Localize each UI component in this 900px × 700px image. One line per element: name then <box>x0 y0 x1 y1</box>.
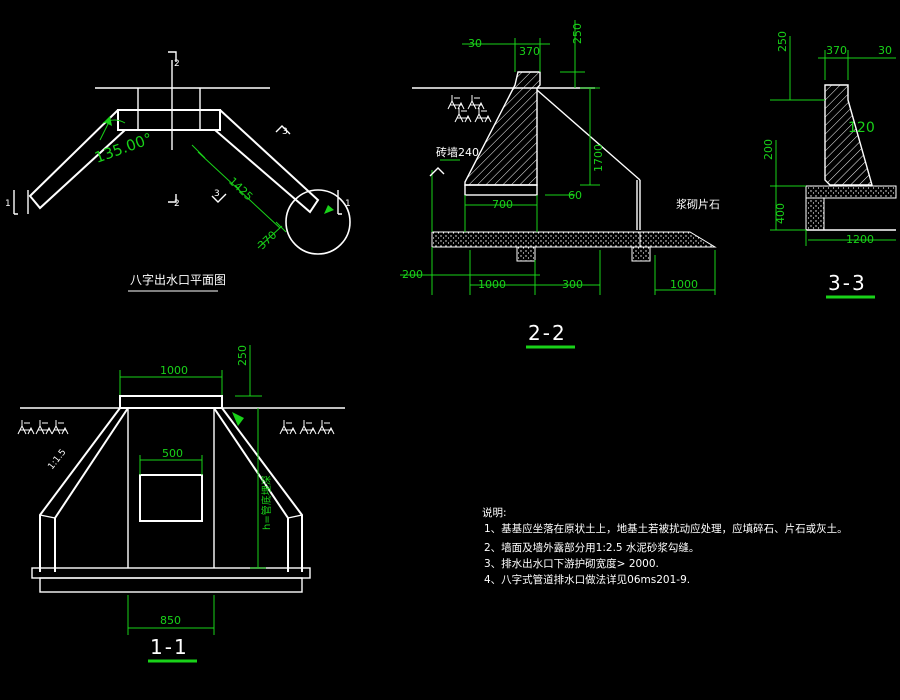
plan-section-1-right: 1 <box>345 199 351 209</box>
s11-height: h=管底埋深 <box>260 475 273 530</box>
plan-section-3-top: 3 <box>282 127 288 137</box>
plan-section-3-bottom: 3 <box>214 189 220 199</box>
plan-angle-label: 135.00° <box>92 129 155 166</box>
s22-dim-200: 200 <box>402 268 423 281</box>
plan-view <box>13 51 351 255</box>
notes-item-2: 2、墙面及墙外露部分用1:2.5 水泥砂浆勾缝。 <box>484 541 699 554</box>
s22-dim-30: 30 <box>468 37 482 50</box>
s11-dim-250: 250 <box>236 345 249 366</box>
s11-dim-850: 850 <box>160 614 181 627</box>
section-2-2 <box>400 20 717 295</box>
s22-dim-1000a: 1000 <box>478 278 506 291</box>
s22-label-stone: 浆砌片石 <box>676 197 720 211</box>
notes-heading: 说明: <box>482 506 507 519</box>
s11-dim-500: 500 <box>162 447 183 460</box>
s33-dim-200: 200 <box>762 139 775 160</box>
section-3-3 <box>770 36 897 246</box>
s33-dim-1200: 1200 <box>846 233 874 246</box>
plan-section-1-left: 1 <box>5 199 11 209</box>
s22-dim-700: 700 <box>492 198 513 211</box>
s33-dim-120: 120 <box>848 120 875 136</box>
s22-label-brick: 砖墙240 <box>436 145 479 159</box>
s33-dim-30: 30 <box>878 44 892 57</box>
plan-dim-1425: 1425 <box>226 175 255 204</box>
s22-dim-60: 60 <box>568 189 582 202</box>
s33-dim-370: 370 <box>826 44 847 57</box>
notes-item-3: 3、排水出水口下游护砌宽度> 2000. <box>484 557 659 570</box>
s33-title: 3-3 <box>828 271 867 295</box>
notes-item-1: 1、基基应坐落在原状土上，地基土若被扰动应处理，应填碎石、片石或灰土。 <box>484 522 848 535</box>
s11-dim-1000: 1000 <box>160 364 188 377</box>
section-1-1 <box>17 345 345 635</box>
s33-dim-400: 400 <box>774 203 787 224</box>
s22-dim-250: 250 <box>571 23 584 44</box>
s22-dim-1000b: 1000 <box>670 278 698 291</box>
s22-dim-300: 300 <box>562 278 583 291</box>
s22-title: 2-2 <box>528 321 567 345</box>
s22-dim-370: 370 <box>519 45 540 58</box>
s33-dim-250: 250 <box>776 31 789 52</box>
plan-title: 八字出水口平面图 <box>130 272 226 287</box>
s22-dim-1700: 1700 <box>592 144 605 172</box>
s11-title: 1-1 <box>150 635 189 659</box>
plan-section-2-bottom: 2 <box>174 199 180 209</box>
notes-item-4: 4、八字式管道排水口做法详见06ms201-9. <box>484 573 690 586</box>
s11-slope: 1:1.5 <box>46 448 68 472</box>
plan-section-2-top: 2 <box>174 59 180 69</box>
